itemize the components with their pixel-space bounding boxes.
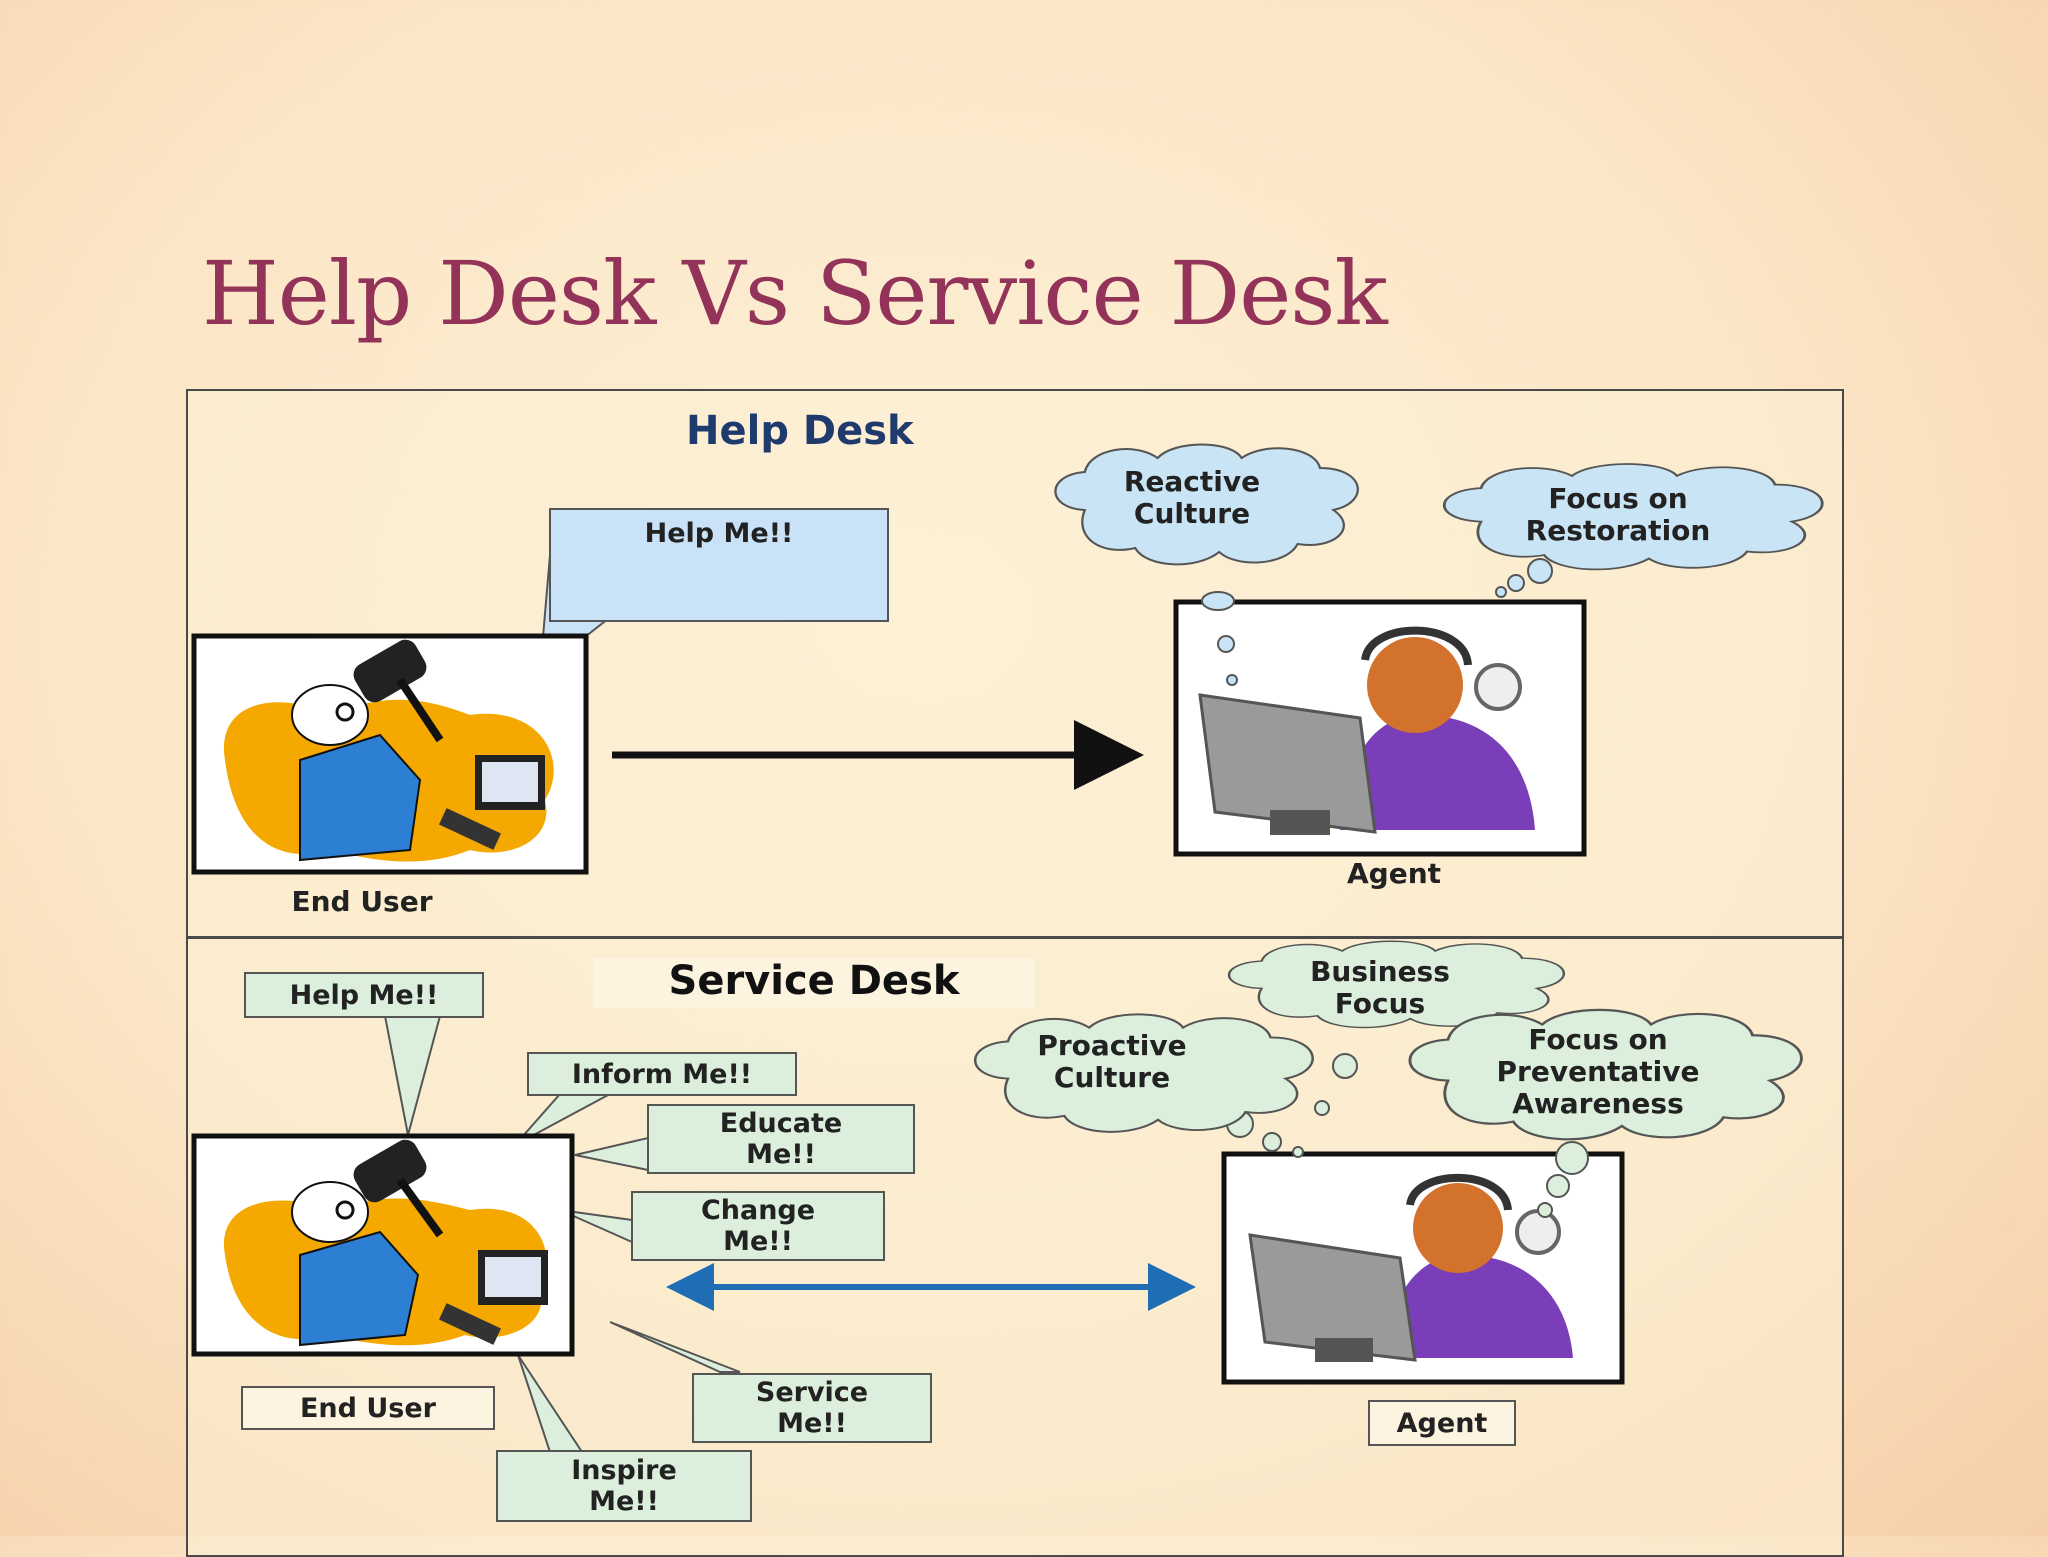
- cloud-text-focus-restoration: Focus on Restoration: [1525, 482, 1711, 547]
- cloud-text-proactive-culture: Proactive Culture: [1037, 1029, 1187, 1094]
- inspire-me-callout: Inspire Me!!: [496, 1450, 752, 1522]
- cloud-text-preventative-awareness: Focus on Preventative Awareness: [1496, 1023, 1700, 1120]
- change-me-callout: Change Me!!: [631, 1191, 885, 1261]
- cloud-text-reactive-culture: Reactive Culture: [1123, 465, 1261, 530]
- thought-bubble-trails-bottom: [1226, 1053, 1589, 1218]
- help-desk-heading: Help Desk: [686, 408, 914, 454]
- cloud-text-business-focus: Business Focus: [1310, 955, 1450, 1020]
- service-callout-pointers: [383, 1015, 741, 1453]
- end-user-illustration-top: [191, 633, 589, 875]
- thought-bubble-trail-left-top: [1201, 591, 1238, 686]
- end-user-illustration-bottom: [191, 1133, 575, 1357]
- agent-label-top: Agent: [1346, 857, 1442, 890]
- thought-bubble-trail-right-top: [1495, 558, 1553, 598]
- agent-illustration-top: [1173, 599, 1587, 857]
- agent-illustration-bottom: [1221, 1151, 1625, 1385]
- end-user-label-top: End User: [291, 885, 433, 918]
- educate-me-callout: Educate Me!!: [647, 1104, 915, 1174]
- end-user-label-bottom: End User: [241, 1386, 495, 1430]
- service-me-callout: Service Me!!: [692, 1373, 932, 1443]
- help-me-callout-bottom: Help Me!!: [244, 972, 484, 1018]
- agent-label-bottom: Agent: [1368, 1400, 1516, 1446]
- slide-title: Help Desk Vs Service Desk: [202, 242, 1388, 345]
- service-desk-heading: Service Desk: [593, 958, 1035, 1008]
- inform-me-callout: Inform Me!!: [527, 1052, 797, 1096]
- help-me-callout-top: Help Me!!: [549, 508, 889, 622]
